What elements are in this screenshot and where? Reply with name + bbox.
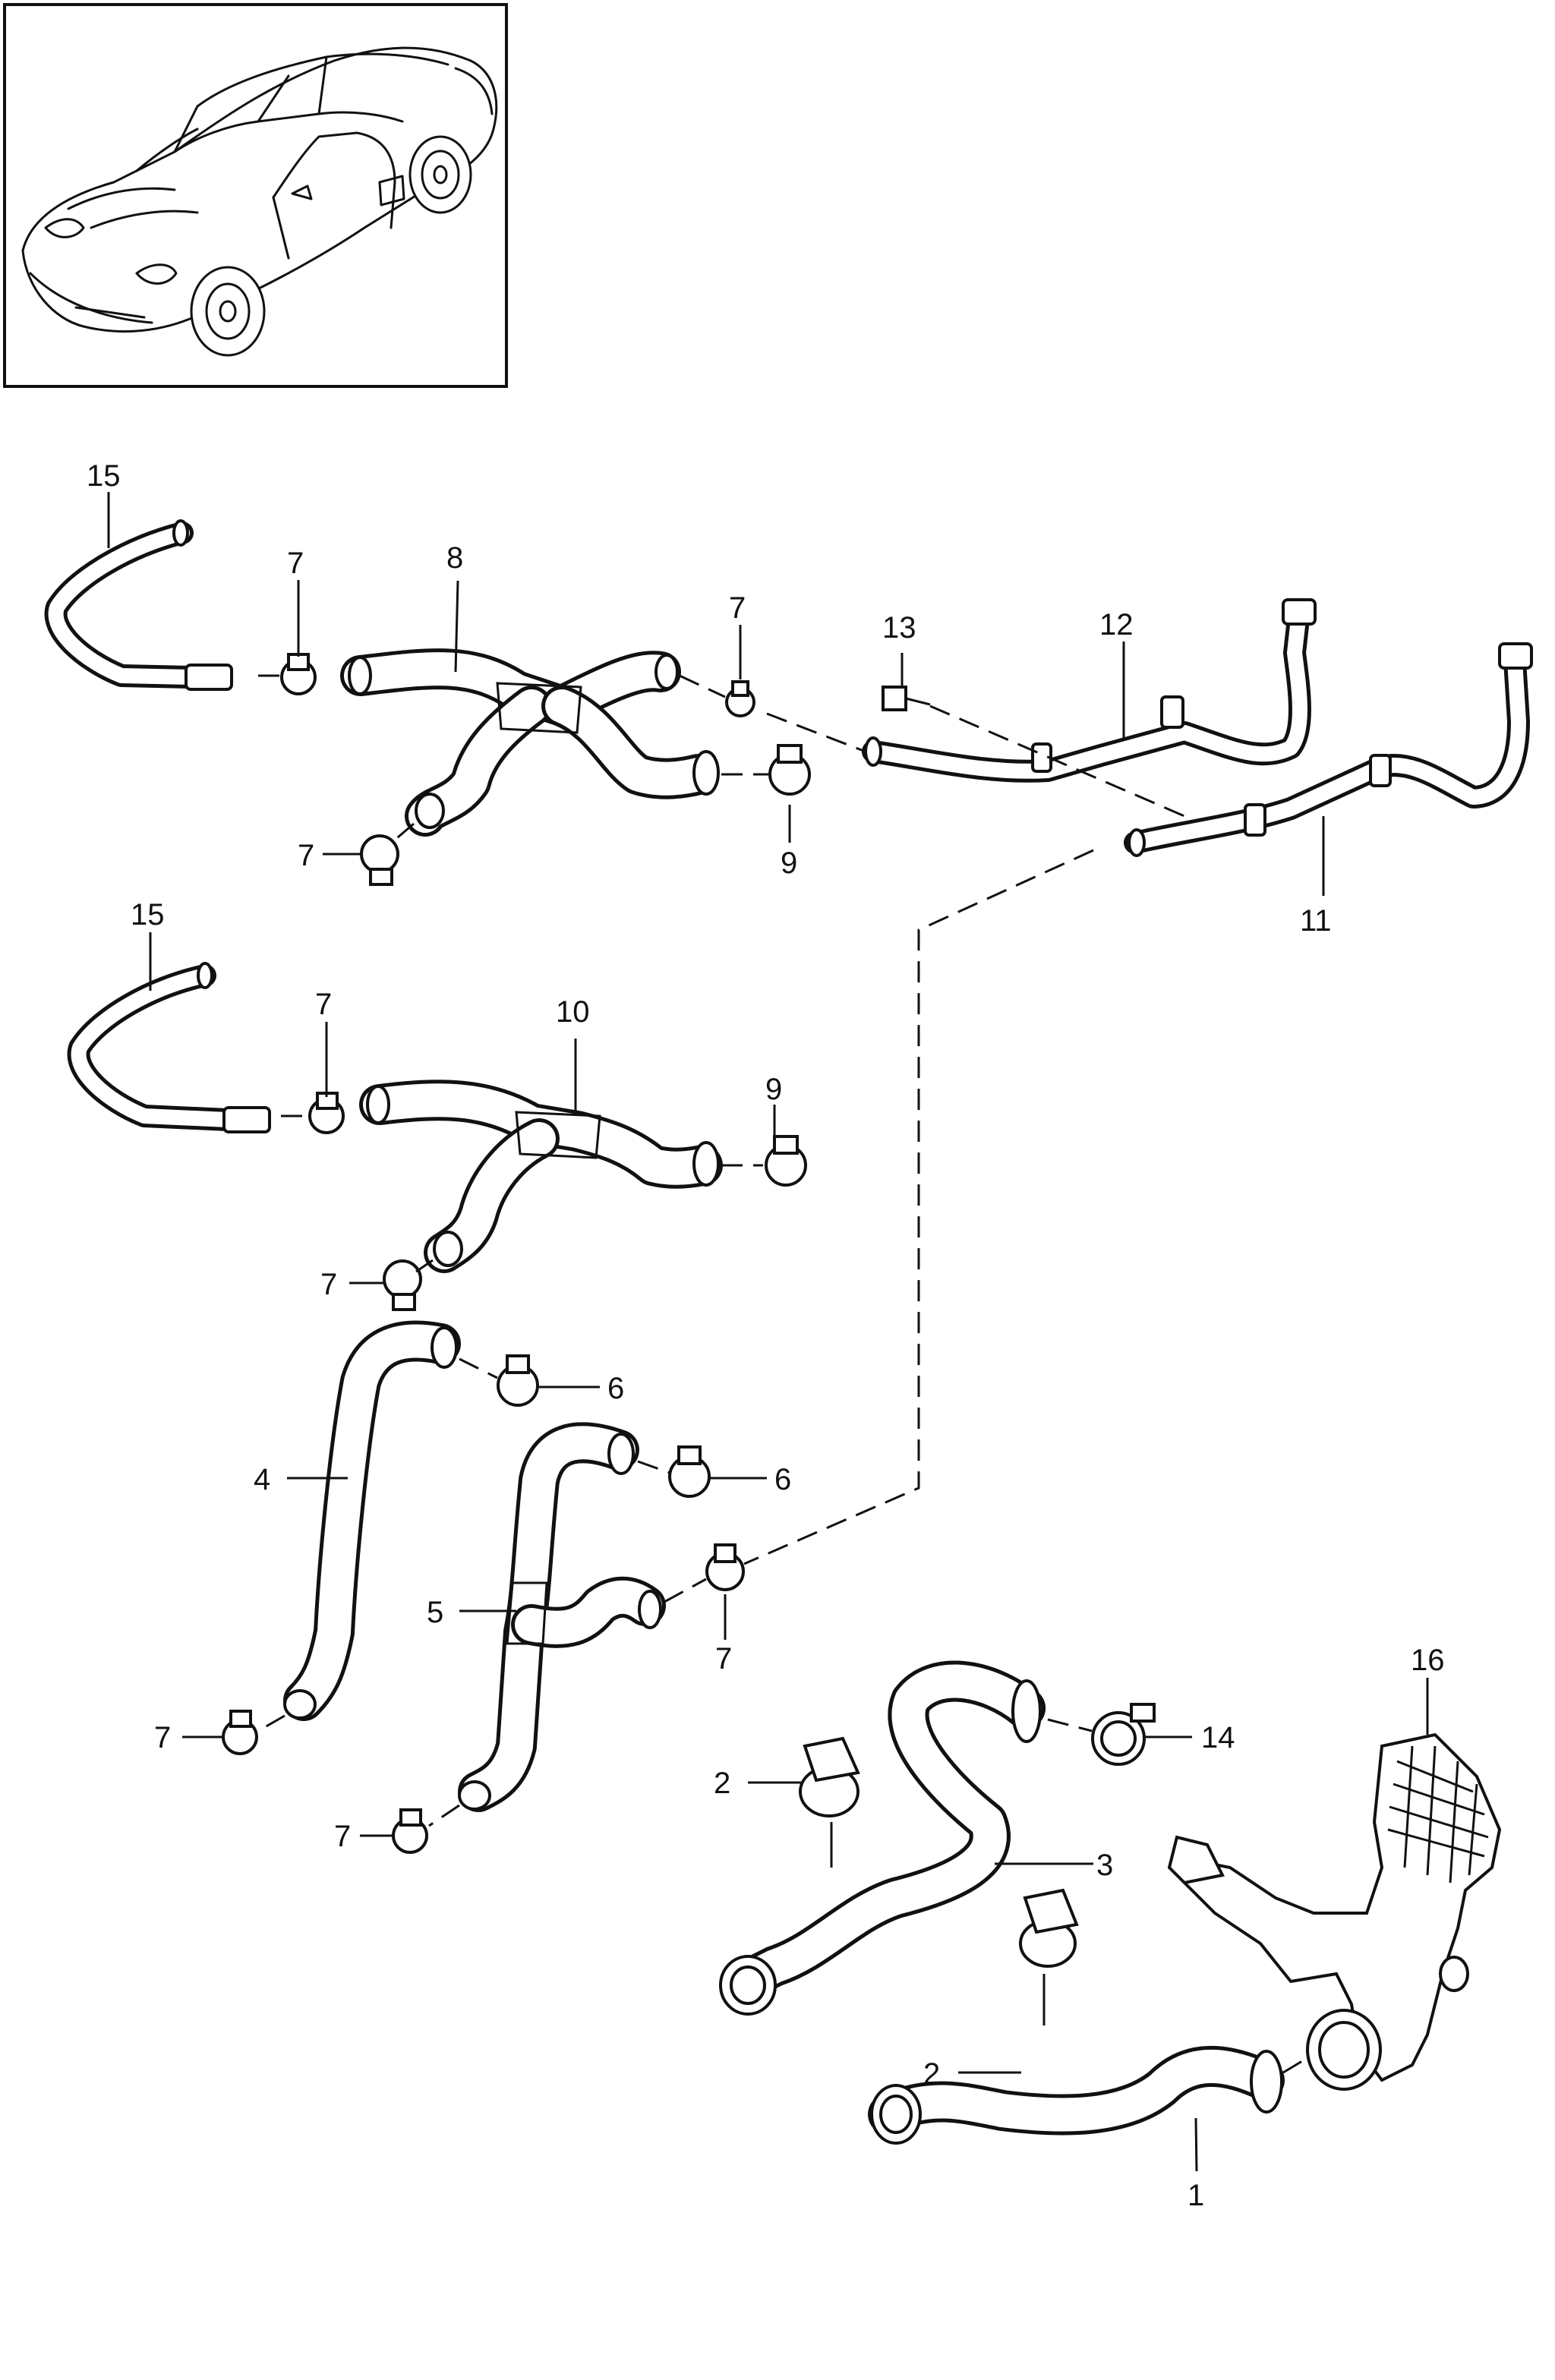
callout-16: 16	[1411, 1644, 1445, 1677]
hose-assembly-10	[67, 962, 807, 1311]
clamp-2	[1019, 1888, 1079, 1968]
callout-labels: 15 7 8 7 13 12 7 9 11 15 7 10 9 7 6 4 6 …	[87, 459, 1445, 2212]
clamp-7	[392, 1808, 428, 1854]
callout-7: 7	[334, 1820, 351, 1853]
callout-9: 9	[765, 1073, 782, 1106]
hose-3	[719, 1660, 1156, 2016]
callout-7: 7	[154, 1721, 171, 1754]
clamp-9	[768, 744, 811, 796]
bolt-13	[882, 686, 931, 711]
hose-assembly-8	[44, 519, 811, 886]
hose-1	[868, 1888, 1322, 2145]
clamp-7	[222, 1710, 258, 1755]
callout-7: 7	[729, 591, 746, 625]
callout-7: 7	[715, 1642, 732, 1675]
callout-2: 2	[923, 2057, 940, 2091]
coolant-pipes-11-12	[766, 598, 1533, 857]
callout-10: 10	[556, 995, 590, 1029]
callout-6: 6	[774, 1463, 791, 1496]
callout-12: 12	[1099, 608, 1134, 641]
callout-7: 7	[298, 839, 314, 872]
callout-13: 13	[882, 611, 916, 645]
callout-15: 15	[87, 459, 121, 493]
clamp-7	[308, 1092, 345, 1134]
callout-6: 6	[607, 1372, 624, 1405]
callout-7: 7	[315, 988, 332, 1021]
callout-3: 3	[1096, 1849, 1113, 1882]
leader-lines	[107, 492, 1429, 2172]
callout-4: 4	[254, 1463, 270, 1496]
clamp-7	[383, 1259, 422, 1311]
clamp-9	[765, 1135, 807, 1187]
coolant-housing-16	[1167, 1732, 1502, 2091]
callout-5: 5	[427, 1596, 443, 1629]
hose-5	[392, 1422, 745, 1854]
clamp-14	[1091, 1703, 1156, 1766]
callout-7: 7	[287, 547, 304, 580]
callout-2: 2	[714, 1767, 730, 1800]
callout-15: 15	[131, 898, 165, 932]
clamp-7	[725, 680, 755, 717]
connection-line	[743, 849, 1094, 1565]
callout-9: 9	[781, 846, 797, 880]
clamp-2	[799, 1736, 860, 1817]
hose-4	[222, 1320, 539, 1755]
clamp-6	[668, 1445, 711, 1498]
callout-1: 1	[1188, 2179, 1204, 2212]
clamp-7	[705, 1543, 745, 1591]
callout-7: 7	[320, 1268, 337, 1301]
vehicle-thumbnail	[3, 3, 508, 388]
callout-8: 8	[446, 541, 463, 575]
clamp-7	[280, 653, 317, 695]
clamp-7	[360, 834, 399, 886]
callout-11: 11	[1300, 904, 1332, 938]
clamp-6	[497, 1354, 539, 1407]
callout-14: 14	[1201, 1721, 1235, 1754]
